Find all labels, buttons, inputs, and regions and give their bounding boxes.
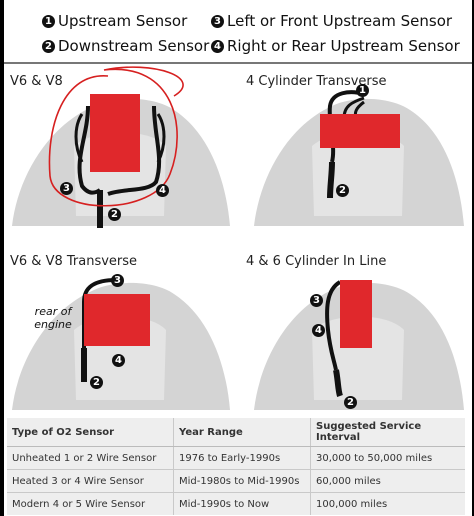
diagram-title: 4 & 6 Cylinder In Line <box>246 254 387 269</box>
legend-label: Right or Rear Upstream Sensor <box>227 37 460 55</box>
diagram-v6-v8-transverse: V6 & V8 Transverse rear of engine 3 4 2 <box>4 250 236 416</box>
legend-item-upstream: 1 Upstream Sensor <box>42 12 187 30</box>
table-cell: 100,000 miles <box>310 492 465 515</box>
number-badge: 4 <box>211 39 224 53</box>
car-silhouette-graphic <box>12 66 230 228</box>
table-row: Heated 3 or 4 Wire Sensor Mid-1980s to M… <box>7 469 465 493</box>
marker-1: 1 <box>356 84 369 97</box>
table-cell: Mid-1990s to Now <box>173 492 311 515</box>
table-cell: Heated 3 or 4 Wire Sensor <box>7 469 174 493</box>
marker-2: 2 <box>108 208 121 221</box>
diagram-title: 4 Cylinder Transverse <box>246 74 387 89</box>
marker-3: 3 <box>111 274 124 287</box>
car-silhouette-graphic <box>254 280 464 410</box>
diagram-title: V6 & V8 <box>10 74 63 89</box>
table-cell: 60,000 miles <box>310 469 465 493</box>
marker-4: 4 <box>112 354 125 367</box>
column-header-service-interval: Suggested Service Interval <box>310 418 465 447</box>
diagram-4-6-cylinder-in-line: 4 & 6 Cylinder In Line 3 4 2 <box>240 250 468 416</box>
table-cell: Unheated 1 or 2 Wire Sensor <box>7 446 174 470</box>
table-cell: 1976 to Early-1990s <box>173 446 311 470</box>
rear-of-engine-note: rear of engine <box>34 305 72 331</box>
marker-3: 3 <box>310 294 323 307</box>
legend-item-downstream: 2 Downstream Sensor <box>42 37 209 55</box>
marker-4: 4 <box>312 324 325 337</box>
diagram-title: V6 & V8 Transverse <box>10 254 138 269</box>
table-row: Modern 4 or 5 Wire Sensor Mid-1990s to N… <box>7 492 465 515</box>
legend-item-right-rear-upstream: 4 Right or Rear Upstream Sensor <box>211 37 460 55</box>
marker-3: 3 <box>60 182 73 195</box>
diagram-4-cylinder-transverse: 4 Cylinder Transverse 1 2 <box>240 66 468 236</box>
column-header-year-range: Year Range <box>173 418 311 447</box>
number-badge: 1 <box>42 14 55 28</box>
marker-2: 2 <box>344 396 357 409</box>
car-silhouette-graphic <box>254 90 464 226</box>
marker-2: 2 <box>336 184 349 197</box>
legend-divider <box>4 62 472 64</box>
legend-label: Left or Front Upstream Sensor <box>227 12 453 30</box>
marker-2: 2 <box>90 376 103 389</box>
number-badge: 3 <box>211 14 224 28</box>
legend-label: Downstream Sensor <box>58 37 210 55</box>
o2-sensor-service-table: Type of O2 Sensor Year Range Suggested S… <box>7 418 465 515</box>
table-cell: Mid-1980s to Mid-1990s <box>173 469 311 493</box>
table-row: Unheated 1 or 2 Wire Sensor 1976 to Earl… <box>7 446 465 470</box>
table-cell: 30,000 to 50,000 miles <box>310 446 465 470</box>
column-header-type: Type of O2 Sensor <box>7 418 174 447</box>
sensor-legend: 1 Upstream Sensor 2 Downstream Sensor 3 … <box>4 8 468 58</box>
diagram-v6-v8: V6 & V8 3 4 2 <box>4 66 236 236</box>
legend-label: Upstream Sensor <box>58 12 188 30</box>
number-badge: 2 <box>42 39 55 53</box>
legend-item-left-front-upstream: 3 Left or Front Upstream Sensor <box>211 12 452 30</box>
marker-4: 4 <box>156 184 169 197</box>
table-cell: Modern 4 or 5 Wire Sensor <box>7 492 174 515</box>
table-header-row: Type of O2 Sensor Year Range Suggested S… <box>7 418 465 447</box>
